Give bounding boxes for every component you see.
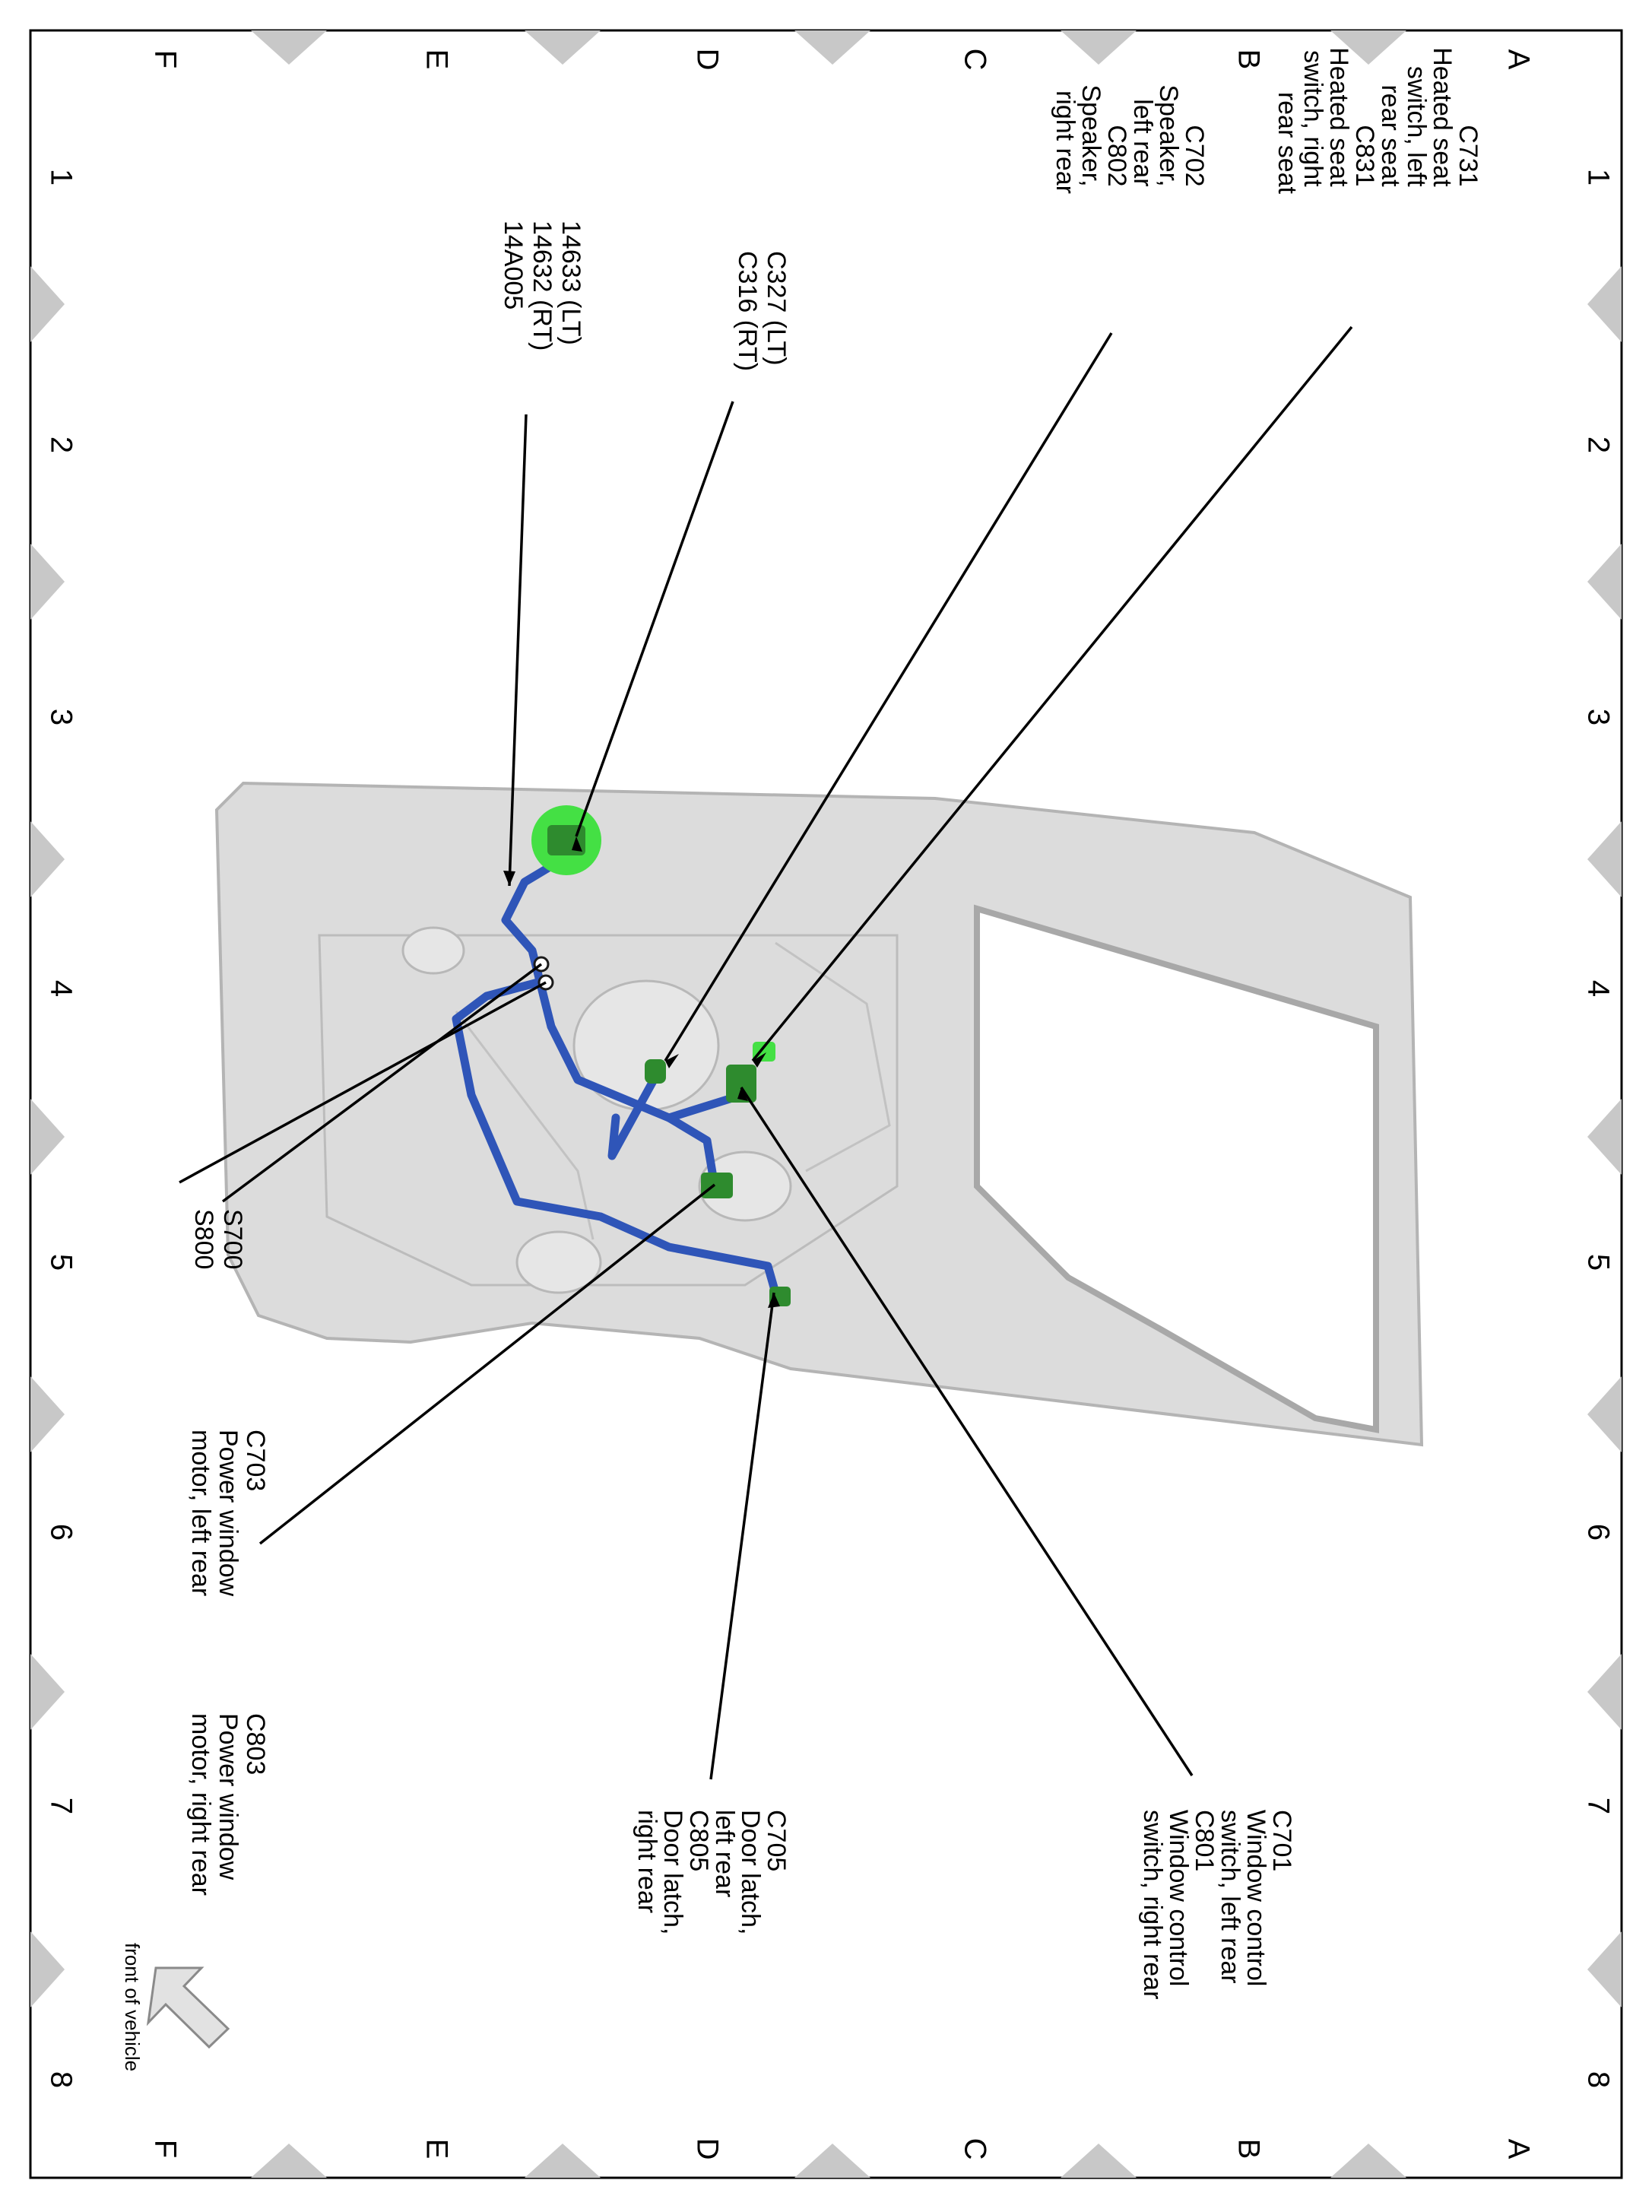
connector-c327-c316 (531, 805, 601, 875)
grid-row-label-d: D (690, 49, 724, 71)
callout-c803: C803 Power window motor, right rear (186, 1713, 270, 1896)
callout-c327-c316: C327 (LT) C316 (RT) (733, 251, 791, 373)
frame-marker (1587, 1376, 1622, 1452)
grid-column-label-6: 6 (44, 1524, 78, 1541)
frame-marker (1587, 266, 1622, 342)
leader-lines (179, 325, 1353, 1780)
frame-marker (30, 821, 65, 897)
grid-column-label-1: 1 (44, 169, 78, 186)
callout-c731-c831: C731 Heated seat switch, left rear seat … (1273, 47, 1482, 194)
callout-c327-text: C327 (LT) C316 (RT) (733, 251, 791, 373)
frame-marker (251, 30, 327, 65)
callout-c705-text: C705 Door latch, left rear C805 Door lat… (633, 1810, 791, 1942)
grid-column-label-2: 2 (1581, 436, 1615, 453)
callout-c702-c802: C702 Speaker, left rear C802 Speaker, ri… (1051, 84, 1209, 194)
grid-row-label-c: C (958, 49, 991, 71)
frame-marker (30, 266, 65, 342)
grid-labels: A A B B C C D D E E F F 1 1 2 2 3 3 4 4 5 5 6 6 7 7 8 8 (44, 49, 1615, 2160)
grid-column-label-2: 2 (44, 436, 78, 453)
frame-marker (30, 1376, 65, 1452)
connector-c701-c801 (726, 1065, 756, 1103)
callout-c702-text: C702 Speaker, left rear C802 Speaker, ri… (1051, 84, 1209, 194)
front-of-vehicle-label: front of vehicle (121, 1943, 144, 2071)
frame-marker (30, 1654, 65, 1730)
door-panel (214, 781, 1424, 1447)
grid-column-label-8: 8 (44, 2071, 78, 2088)
grid-row-label-f: F (148, 2140, 182, 2158)
grid-column-label-4: 4 (1581, 980, 1615, 997)
frame-marker (1330, 2144, 1406, 2178)
frame-marker (1330, 30, 1406, 65)
grid-column-label-4: 4 (44, 980, 78, 997)
frame-marker (30, 1099, 65, 1175)
callout-c701-text: C701 Window control switch, left rear C8… (1138, 1810, 1296, 1999)
label-s700: S700 (218, 1209, 247, 1269)
grid-column-label-3: 3 (44, 709, 78, 725)
connector-c702-c802 (645, 1059, 666, 1084)
arrow-icon (146, 1966, 230, 2049)
callout-c701-c801: C701 Window control switch, left rear C8… (1138, 1810, 1296, 1999)
frame-marker (1061, 30, 1137, 65)
grid-row-label-e: E (420, 2139, 453, 2160)
grid-column-label-8: 8 (1581, 2071, 1615, 2088)
grid-column-label-3: 3 (1581, 709, 1615, 725)
grid-row-label-e: E (420, 49, 453, 70)
callout-harness-text: 14633 (LT) 14632 (RT) 14A005 (499, 221, 585, 358)
grid-row-label-d: D (690, 2138, 724, 2160)
grid-column-label-7: 7 (44, 1798, 78, 1814)
frame-marker (794, 30, 870, 65)
callout-splice-text: S700 S800 (189, 1209, 247, 1277)
frame-marker (30, 1931, 65, 2007)
frame-marker (1587, 1654, 1622, 1730)
frame-marker (1587, 544, 1622, 620)
callout-c703-text: C703 Power window motor, left rear (186, 1430, 270, 1604)
grid-row-label-b: B (1232, 2139, 1265, 2160)
grid-row-label-a: A (1501, 49, 1535, 70)
frame-marker (794, 2144, 870, 2178)
frame-marker (1587, 821, 1622, 897)
grid-column-label-5: 5 (1581, 1254, 1615, 1271)
frame-marker (1061, 2144, 1137, 2178)
callout-c803-text: C803 Power window motor, right rear (186, 1713, 270, 1896)
front-of-vehicle-indicator: front of vehicle (121, 1943, 230, 2071)
leader-arrowheads (503, 836, 780, 1308)
label-s800: S800 (189, 1209, 218, 1269)
grid-column-label-7: 7 (1581, 1798, 1615, 1814)
grid-column-label-6: 6 (1581, 1524, 1615, 1541)
frame-marker (525, 2144, 601, 2178)
frame-marker (1587, 1099, 1622, 1175)
grid-row-label-a: A (1501, 2139, 1535, 2160)
callout-harness-14633: 14633 (LT) 14632 (RT) 14A005 (499, 221, 585, 358)
frame-marker (1587, 1931, 1622, 2007)
callout-c703: C703 Power window motor, left rear (186, 1430, 270, 1604)
grid-row-label-f: F (148, 50, 182, 68)
grid-column-label-5: 5 (44, 1254, 78, 1271)
frame-marker (525, 30, 601, 65)
callout-c705-c805: C705 Door latch, left rear C805 Door lat… (633, 1810, 791, 1942)
frame-marker (30, 544, 65, 620)
callout-splices: S700 S800 (189, 1209, 247, 1277)
frame-markers (30, 30, 1622, 2178)
connector-c703-c803 (701, 1173, 733, 1198)
wiring-harness (452, 855, 780, 1297)
grid-row-label-b: B (1232, 49, 1265, 70)
grid-row-label-c: C (958, 2138, 991, 2160)
frame-marker (251, 2144, 327, 2178)
grid-column-label-1: 1 (1581, 169, 1615, 186)
connector-c731-c831 (753, 1042, 775, 1062)
callout-c731-text: C731 Heated seat switch, left rear seat … (1273, 47, 1482, 194)
